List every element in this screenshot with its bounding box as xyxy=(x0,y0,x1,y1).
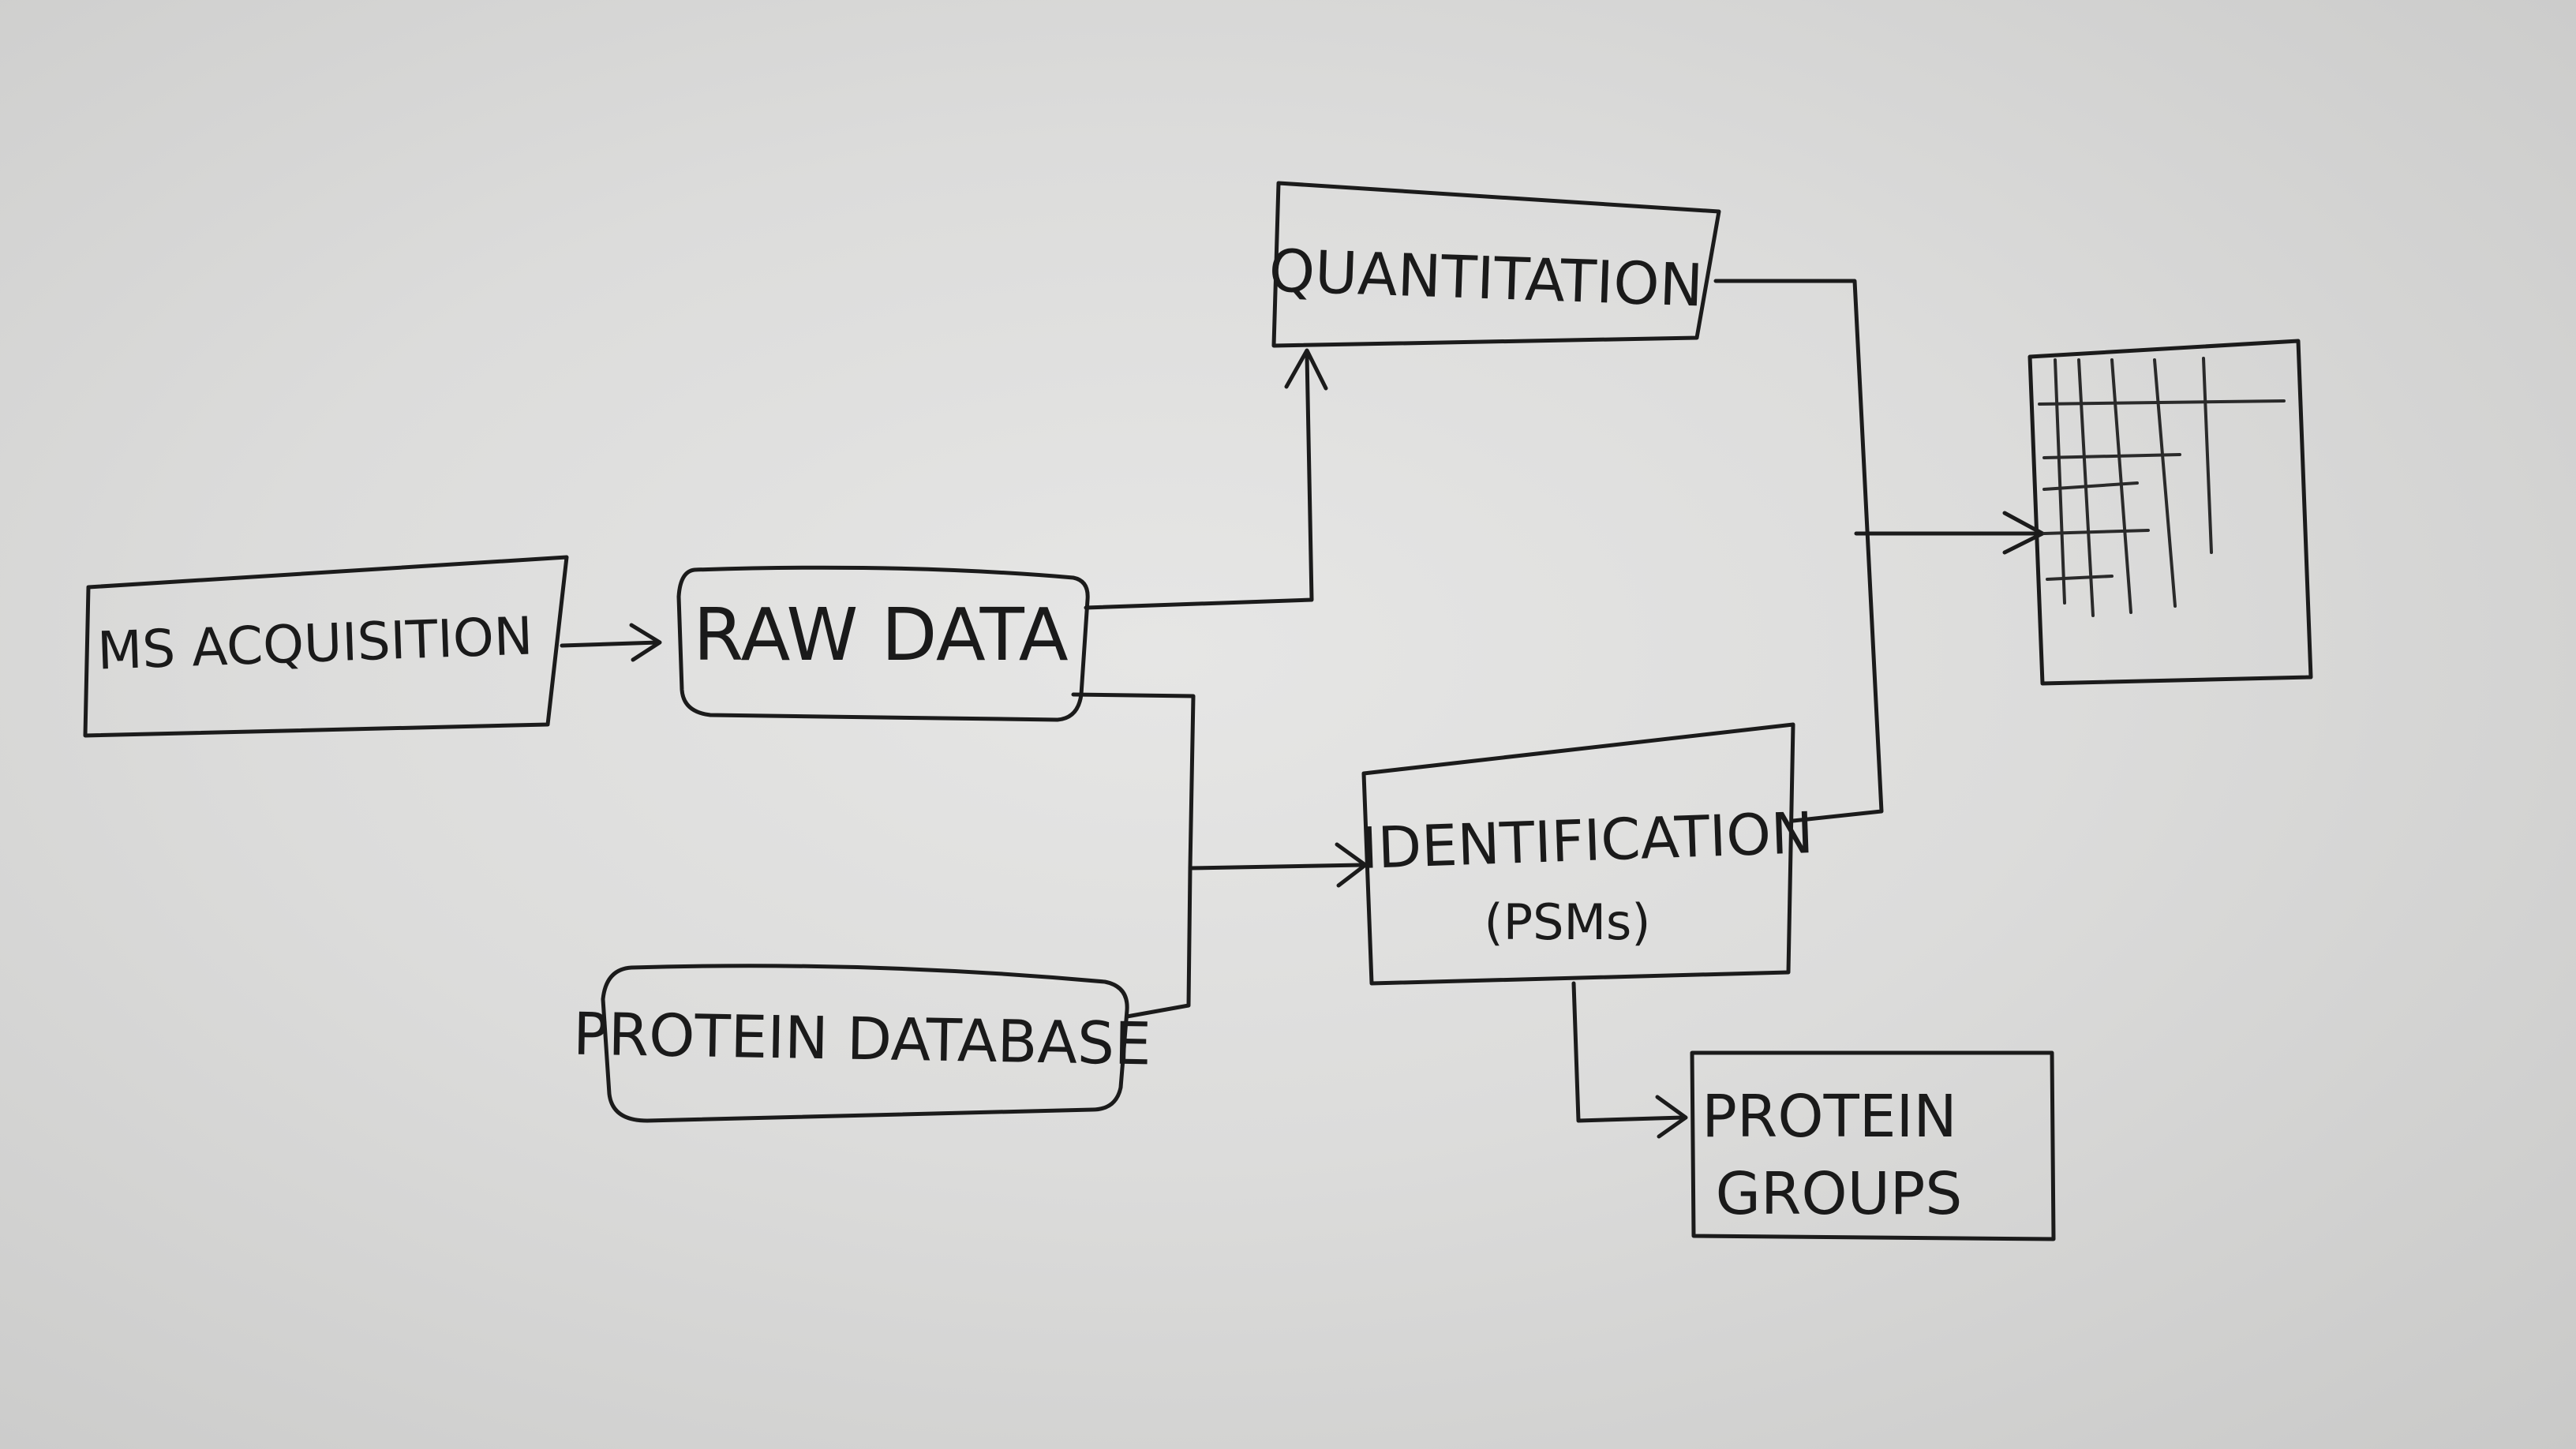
results-table-icon xyxy=(2027,339,2313,686)
identification-sub-label: (PSMs) xyxy=(1485,893,1651,951)
quantitation-label: QUANTITATION xyxy=(1267,237,1704,320)
arrow-identification-to-protein-groups xyxy=(1571,981,1688,1139)
protein-database-node: PROTEIN DATABASE xyxy=(572,964,1151,1123)
arrow-ms-to-raw xyxy=(560,623,662,662)
raw-data-label: RAW DATA xyxy=(693,593,1068,677)
identification-label: IDENTIFICATION xyxy=(1360,799,1814,882)
protein-groups-label-line2: GROUPS xyxy=(1716,1160,1963,1228)
arrow-raw-to-identification xyxy=(1071,692,1368,888)
protein-groups-node: PROTEIN GROUPS xyxy=(1690,1050,2056,1241)
protein-groups-label-line1: PROTEIN xyxy=(1702,1083,1956,1151)
identification-node: IDENTIFICATION (PSMs) xyxy=(1360,722,1814,986)
quantitation-node: QUANTITATION xyxy=(1267,181,1721,348)
arrow-raw-to-quantitation xyxy=(1084,348,1328,610)
ms-acquisition-node: MS ACQUISITION xyxy=(83,555,569,738)
protein-database-label: PROTEIN DATABASE xyxy=(572,1001,1151,1079)
ms-acquisition-label: MS ACQUISITION xyxy=(96,605,534,681)
connector-database-to-join xyxy=(1125,866,1193,1019)
raw-data-node: RAW DATA xyxy=(676,565,1090,722)
connector-merge-to-table xyxy=(1713,279,2045,823)
